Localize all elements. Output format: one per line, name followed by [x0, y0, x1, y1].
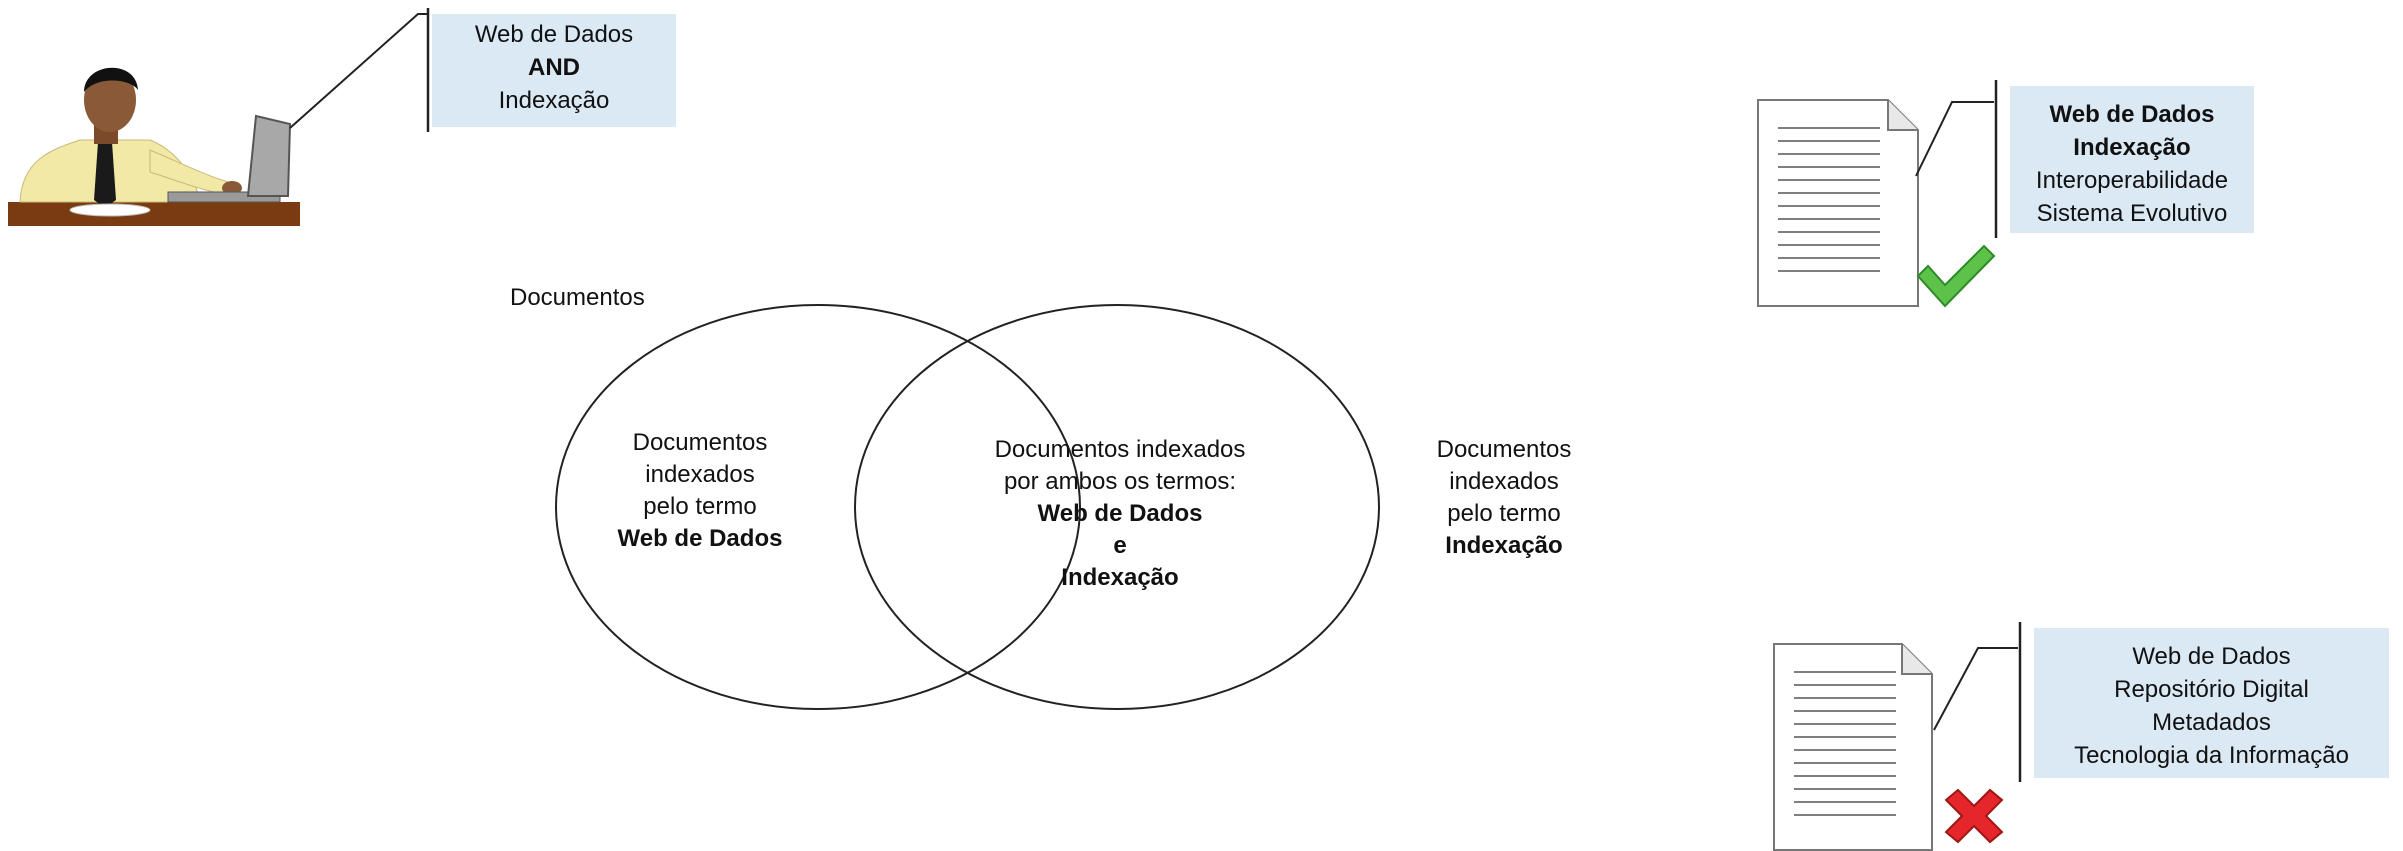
document-lines [1778, 127, 1880, 272]
doc-term: Web de Dados [2049, 101, 2215, 128]
irrelevant-document-icon [1773, 622, 2022, 851]
doc-term: Interoperabilidade [2035, 167, 2229, 194]
doc-term: Indexação [2073, 134, 2191, 161]
venn-circle-web-de-dados [555, 304, 1081, 710]
venn-circle-indexacao [854, 304, 1380, 710]
query-operator: AND [528, 54, 580, 81]
doc-term: Sistema Evolutivo [2036, 200, 2228, 227]
venn-diagram [555, 304, 1380, 710]
hair-shape [84, 67, 138, 92]
doc-term: Tecnologia da Informação [2074, 742, 2349, 769]
document-lines [1794, 671, 1896, 816]
relevant-callout-line [1915, 101, 1994, 177]
query-term-2: Indexação [498, 87, 610, 114]
paper-shape [69, 203, 151, 217]
head-shape [84, 68, 136, 132]
document-fold-shape [1901, 644, 1932, 675]
laptop-screen-shape [246, 114, 292, 197]
venn-intersection-label: Documentos indexados por ambos os termos… [994, 436, 1246, 591]
venn-left-label: Documentos indexados pelo termo Web de D… [617, 429, 783, 552]
document-fold-shape [1887, 100, 1918, 131]
x-icon [1944, 788, 2004, 844]
irrelevant-document-terms: Web de Dados Repositório Digital Metadad… [2034, 628, 2389, 778]
query-term-1: Web de Dados [474, 21, 634, 48]
doc-term: Web de Dados [2132, 643, 2291, 670]
query-callout-line [289, 13, 428, 129]
doc-term: Repositório Digital [2114, 676, 2309, 703]
desk-shape [8, 202, 300, 226]
venn-right-label: Documentos indexados pelo termo Indexaçã… [1436, 436, 1572, 559]
document-page-shape [1757, 99, 1919, 307]
document-page-shape [1773, 643, 1933, 851]
documents-set-title: Documentos [510, 284, 645, 311]
check-icon [1916, 244, 1996, 308]
query-callout [289, 8, 430, 132]
relevant-document-icon [1757, 80, 1998, 308]
search-query-box: Web de Dados AND Indexação [432, 14, 676, 127]
relevant-document-terms: Web de Dados Indexação Interoperabilidad… [2010, 86, 2254, 233]
tie-shape [94, 142, 116, 208]
irrelevant-callout-line [1933, 647, 2018, 731]
user-at-computer-icon [8, 67, 300, 226]
doc-term: Metadados [2152, 709, 2271, 736]
